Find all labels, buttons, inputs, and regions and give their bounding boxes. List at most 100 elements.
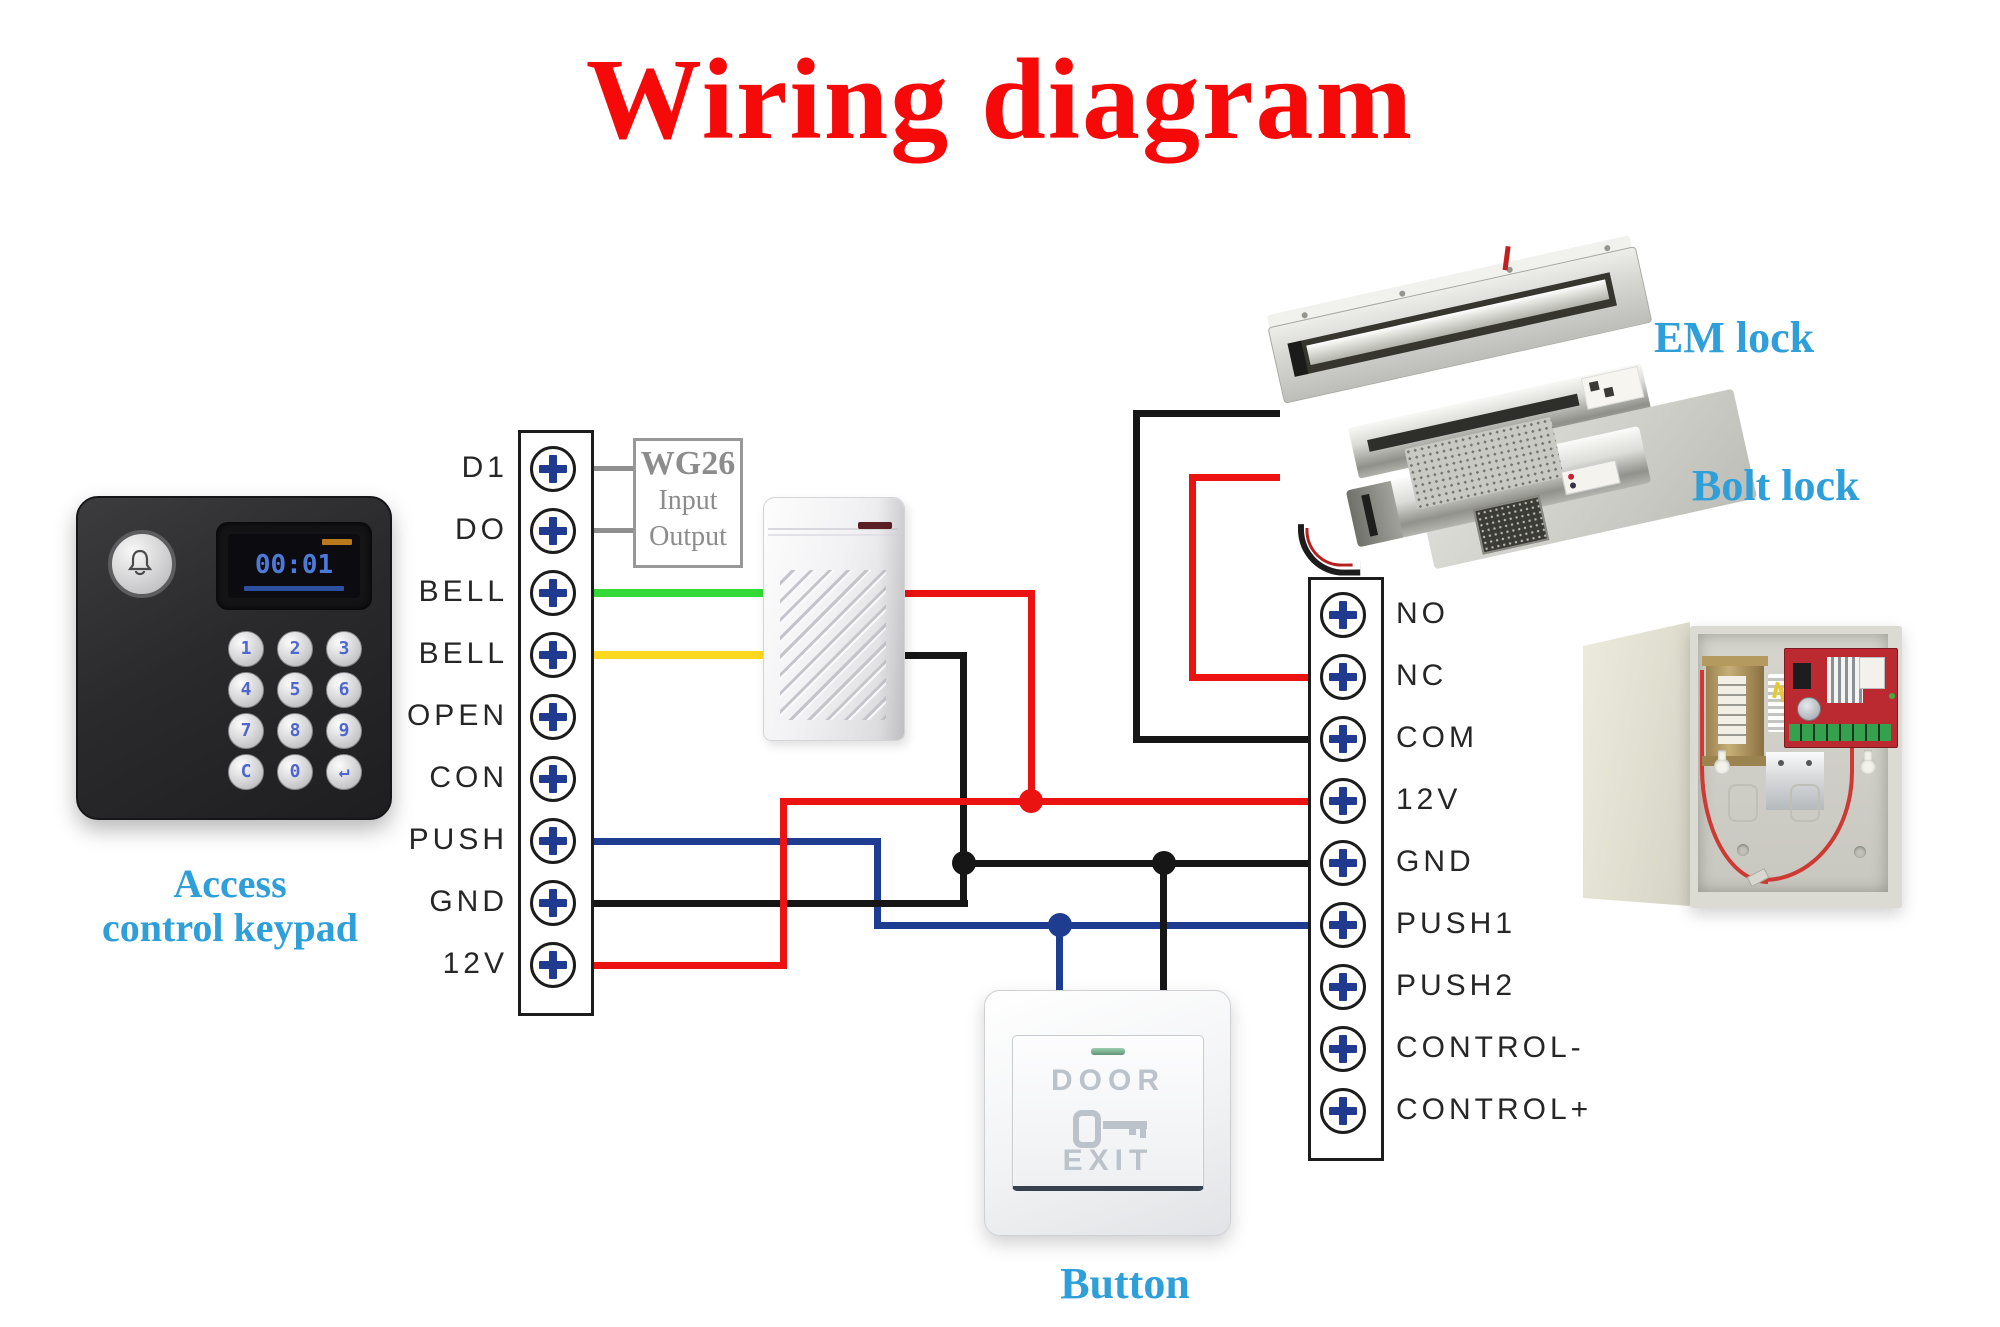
wg26-title: WG26 [640, 445, 736, 482]
pcb-ic-chip [1793, 663, 1811, 689]
pcb-heatsink [1827, 657, 1863, 703]
psu-screw-hole [1854, 846, 1866, 858]
key-0[interactable]: 0 [277, 754, 313, 790]
wire-red-nc-v [1189, 474, 1196, 681]
pcb-terminal-strip [1789, 724, 1891, 741]
wire-green-bell [583, 589, 767, 597]
key-8[interactable]: 8 [277, 713, 313, 749]
terminal-push2 [1320, 964, 1366, 1010]
junction-black-1 [952, 851, 976, 875]
key-1[interactable]: 1 [228, 631, 264, 667]
chime-speaker-grille [780, 570, 886, 720]
junction-red [1019, 789, 1043, 813]
wire-black-branch [1160, 860, 1167, 1008]
wire-gray-d1 [583, 466, 635, 471]
key-icon [1073, 1110, 1101, 1148]
chime-trim-line [768, 528, 898, 530]
doorbell-button[interactable] [108, 530, 176, 598]
junction-black-2 [1152, 851, 1176, 875]
pcb-capacitor [1797, 697, 1821, 721]
wire-black-gnd-h [583, 900, 968, 907]
wg26-input: Input [658, 485, 718, 516]
terminal-label-d1: D1 [461, 451, 508, 484]
terminal-label-push: PUSH [408, 823, 508, 856]
terminal-label-control-minus: CONTROL- [1396, 1031, 1585, 1064]
chime-trim-line2 [768, 534, 898, 536]
exit-button-led [1091, 1048, 1125, 1055]
terminal-gnd-r [1320, 840, 1366, 886]
wire-black-com-h1 [1133, 410, 1280, 417]
terminal-label-push2: PUSH2 [1396, 969, 1517, 1002]
key-2[interactable]: 2 [277, 631, 313, 667]
keypad-display: 00:01 [216, 522, 372, 610]
wire-blue-h1 [583, 838, 881, 845]
key-enter[interactable]: ↵ [326, 754, 362, 790]
chime-indicator-slot [858, 522, 892, 529]
relay-screw [1778, 760, 1784, 766]
wire-gray-do [583, 528, 635, 533]
terminal-label-control-plus: CONTROL+ [1396, 1093, 1593, 1126]
display-time: 00:01 [254, 550, 334, 580]
wire-black-com-h2 [1133, 736, 1311, 743]
terminal-12v-r [1320, 778, 1366, 824]
psu-transformer [1702, 656, 1768, 766]
wire-red-riser [780, 798, 787, 969]
door-chime [763, 497, 905, 741]
wire-black-com-v [1133, 410, 1140, 743]
terminal-control-plus [1320, 1088, 1366, 1134]
key-6[interactable]: 6 [326, 672, 362, 708]
terminal-label-con: CON [429, 761, 508, 794]
terminal-label-push1: PUSH1 [1396, 907, 1517, 940]
wire-red-nc-h2 [1189, 674, 1311, 681]
key-icon-tooth [1140, 1129, 1146, 1138]
psu-knockout [1728, 784, 1758, 822]
wire-red-nc-h1 [1192, 474, 1280, 481]
qr-code [1603, 386, 1615, 398]
exit-button-exit-text: EXIT [1062, 1144, 1154, 1177]
wire-red-bell-v [1028, 590, 1035, 805]
psu-relay-block [1766, 752, 1824, 810]
key-5[interactable]: 5 [277, 672, 313, 708]
door-exit-button-plate: DOOR EXIT [984, 990, 1231, 1236]
terminal-label-no: NO [1396, 597, 1449, 630]
key-7[interactable]: 7 [228, 713, 264, 749]
indicator-dark-dot [1569, 481, 1577, 490]
key-9[interactable]: 9 [326, 713, 362, 749]
terminal-nc [1320, 654, 1366, 700]
wire-red-12v-left [583, 962, 787, 969]
door-exit-button[interactable]: DOOR EXIT [1012, 1035, 1204, 1191]
key-4[interactable]: 4 [228, 672, 264, 708]
bolt-lock-label: Bolt lock [1692, 461, 1860, 510]
page-title: Wiring diagram [585, 36, 1415, 164]
relay-screw [1806, 760, 1812, 766]
key-3[interactable]: 3 [326, 631, 362, 667]
terminal-no [1320, 592, 1366, 638]
wire-red-main-h [780, 798, 1314, 805]
wire-blue-v1 [874, 838, 881, 929]
terminal-con [530, 756, 576, 802]
pcb-led [1889, 693, 1895, 699]
bell-icon [127, 549, 153, 576]
pcb-relay [1859, 657, 1885, 689]
display-info-line [244, 586, 344, 591]
wg26-box: WG26 Input Output [633, 438, 743, 568]
exit-button-door-text: DOOR [1051, 1064, 1165, 1097]
keypad-label-line1: Access [173, 861, 287, 906]
terminal-bell2 [530, 632, 576, 678]
power-supply-door [1583, 622, 1690, 906]
wg26-output: Output [649, 521, 727, 552]
keypad-screen: 00:01 [228, 534, 360, 598]
access-control-keypad: 00:01 1 2 3 4 5 6 7 8 9 C 0 ↵ [76, 496, 392, 820]
terminal-12v [530, 942, 576, 988]
terminal-push [530, 818, 576, 864]
terminal-label-do: DO [455, 513, 508, 546]
key-clear[interactable]: C [228, 754, 264, 790]
wire-blue-branch [1056, 922, 1063, 1008]
terminal-label-12v-r: 12V [1396, 783, 1462, 816]
terminal-label-gnd: GND [429, 885, 508, 918]
wire-black-bell-h [890, 652, 967, 659]
psu-screw-hole [1737, 844, 1749, 856]
wire-blue-h2 [874, 922, 1314, 929]
wire-yellow-bell [583, 651, 767, 659]
